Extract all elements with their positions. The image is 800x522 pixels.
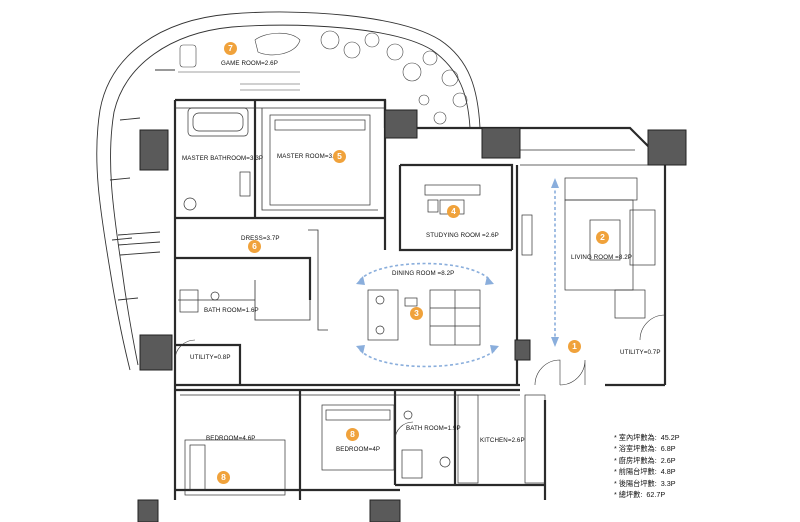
game-room-label: GAME ROOM=2.6P [221, 60, 278, 67]
room-number-6: 6 [248, 240, 261, 253]
room-number-8-b: 8 [346, 428, 359, 441]
area-summary-row: * 廚房坪數為:2.6P [614, 455, 676, 465]
master-room-label: MASTER ROOM=3.4P [277, 153, 342, 160]
living-furniture [521, 177, 656, 319]
area-summary-row: * 室內坪數為:45.2P [614, 433, 680, 442]
room-number-8-a: 8 [217, 471, 230, 484]
bedroom-label-1: BEDROOM=4.6P [206, 435, 256, 442]
structural-columns [137, 109, 687, 522]
area-summary-row: * 後陽台坪數:3.3P [614, 478, 676, 488]
room-number-3: 3 [410, 307, 423, 320]
balcony-plants [320, 30, 468, 125]
area-summary: * 室內坪數為:45.2P * 浴室坪數為:6.8P * 廚房坪數為:2.6P … [614, 432, 680, 500]
circulation-arrows [359, 185, 556, 368]
bedroom-label-2: BEDROOM=4P [336, 446, 381, 453]
thin-walls [175, 107, 655, 396]
room-number-4: 4 [447, 205, 460, 218]
arrow-heads [356, 178, 559, 354]
kitchen-counters [457, 394, 546, 484]
room-number-7: 7 [224, 42, 237, 55]
utility-label-1: UTILITY=0.8P [190, 354, 231, 361]
room-number-2: 2 [596, 231, 609, 244]
area-summary-row: * 前陽台坪數:4.8P [614, 467, 676, 477]
door-swings [174, 314, 666, 441]
bath-room-label-1: BATH ROOM=1.6P [204, 307, 259, 314]
room-number-5: 5 [333, 150, 346, 163]
area-summary-row: * 總坪數:62.7P [614, 490, 666, 500]
master-bathroom-label: MASTER BATHROOM=3.3P [182, 155, 264, 162]
dining-room-label: DINING ROOM =8.2P [392, 270, 455, 277]
area-summary-row: * 浴室坪數為:6.8P [614, 444, 676, 454]
dining-furniture [367, 289, 481, 346]
bathroom-fixtures [179, 107, 451, 479]
room-number-1: 1 [568, 340, 581, 353]
dress-label: DRESS=3.7P [241, 235, 280, 242]
balcony-outline [96, 11, 481, 371]
bath-room-label-2: BATH ROOM=1.9P [406, 425, 461, 432]
studying-room-label: STUDYING ROOM =2.6P [426, 232, 499, 239]
beds [184, 114, 395, 496]
living-room-label: LIVING ROOM =8.2P [571, 254, 633, 261]
utility-label-2: UTILITY=0.7P [620, 349, 661, 356]
kitchen-label: KITCHEN=2.6P [480, 437, 525, 444]
